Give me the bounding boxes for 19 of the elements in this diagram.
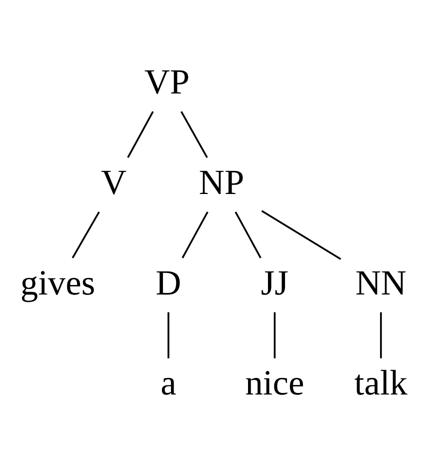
connector: [234, 210, 262, 258]
node-text: a: [160, 362, 176, 402]
connector: [274, 312, 276, 358]
connector: [127, 110, 154, 158]
node-text: NN: [355, 262, 407, 302]
node-text: V: [101, 161, 127, 202]
node-text: talk: [354, 362, 408, 402]
connector: [168, 312, 170, 358]
node-text: D: [156, 262, 182, 302]
node-text: gives: [20, 262, 96, 302]
connector: [72, 210, 100, 258]
connector: [261, 210, 342, 260]
connector: [380, 312, 382, 358]
connector: [180, 110, 208, 158]
node-text: VP: [144, 61, 190, 102]
connector: [182, 210, 208, 258]
node-text: nice: [245, 362, 304, 402]
node-text: NP: [198, 161, 244, 202]
node-text: JJ: [260, 262, 288, 302]
